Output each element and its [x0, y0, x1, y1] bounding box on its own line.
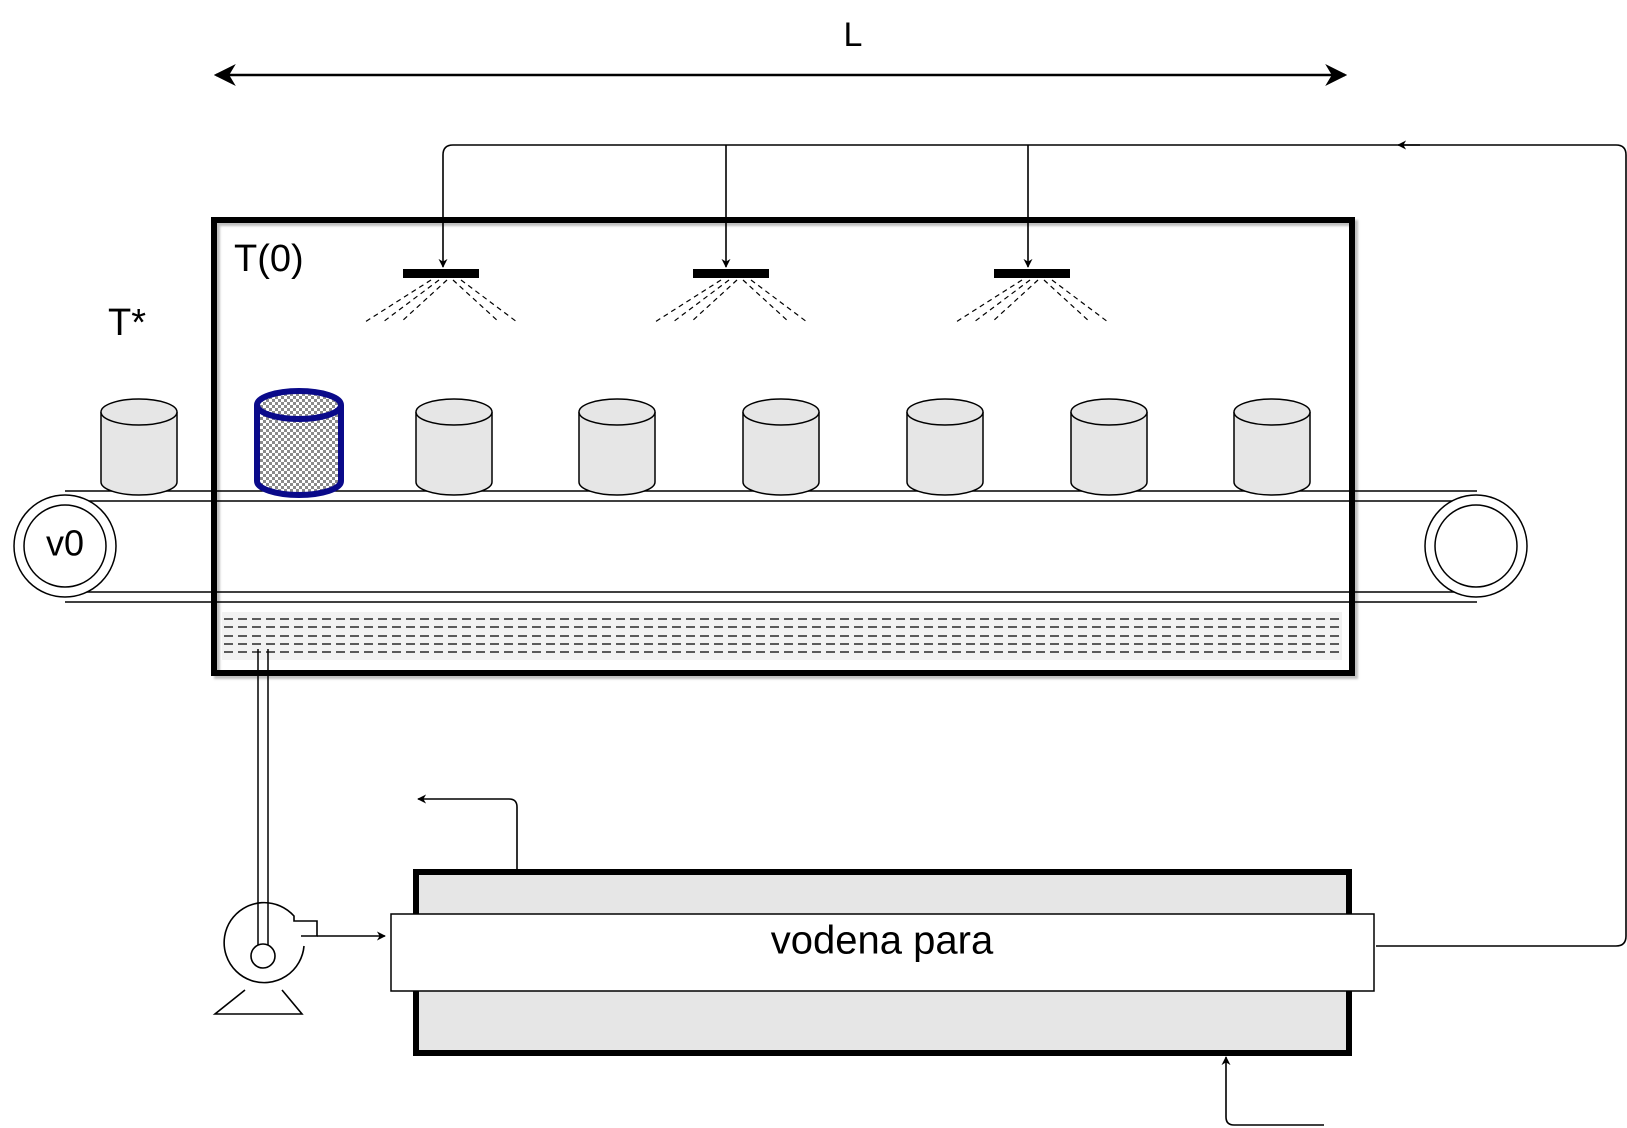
cans — [100, 388, 1311, 498]
drain-pipe — [257, 649, 269, 945]
conveyor-belt: v0 — [13, 490, 1528, 603]
steam-return-line — [438, 140, 1627, 947]
pump — [212, 901, 386, 1015]
initial-temp-label: T(0) — [234, 238, 304, 280]
can — [906, 398, 984, 496]
condensate-layer — [222, 612, 1342, 660]
can — [415, 398, 493, 496]
sprayer-nozzle — [955, 269, 1109, 323]
length-label: L — [844, 16, 863, 54]
exchanger-inlet-line — [1221, 1056, 1324, 1126]
can-highlighted — [254, 388, 344, 498]
speed-label: v0 — [46, 523, 84, 564]
sprayers — [364, 269, 1109, 323]
can — [1233, 398, 1311, 496]
heat-exchanger-label: vodena para — [771, 919, 994, 963]
conveyor-roller-left — [13, 494, 117, 598]
sprayer-nozzle — [654, 269, 808, 323]
can — [1070, 398, 1148, 496]
conveyor-roller-right — [1424, 494, 1528, 598]
heat-exchanger: vodena para — [390, 869, 1375, 1056]
can — [578, 398, 656, 496]
sprayer-nozzle — [364, 269, 518, 323]
sterilization-chamber: T(0) — [211, 217, 1355, 676]
length-dimension: L — [213, 16, 1348, 86]
can — [742, 398, 820, 496]
can — [100, 398, 178, 496]
exchanger-outlet-line — [417, 794, 518, 869]
ambient-temp-label: T* — [108, 302, 146, 344]
